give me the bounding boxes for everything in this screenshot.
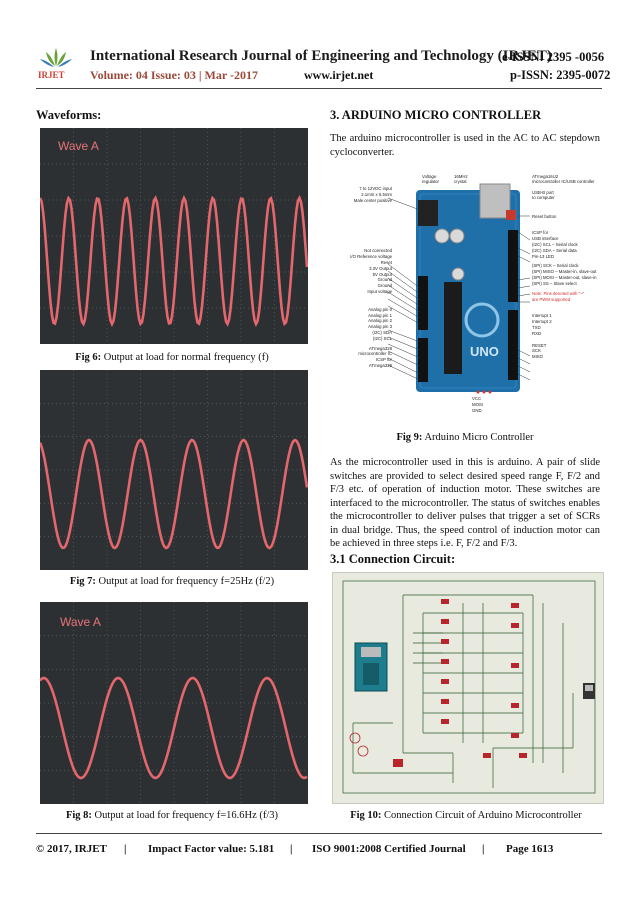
intro-paragraph: The arduino microcontroller is used in t… (330, 133, 600, 158)
header-rule (36, 88, 602, 90)
figure-8-caption: Fig 8: Output at load for frequency f=16… (65, 810, 279, 821)
footer-iso: ISO 9001:2008 Certified Journal (312, 843, 466, 855)
figure-9-caption: Fig 9: Arduino Micro Controller (396, 432, 534, 443)
figure-10-caption: Fig 10: Connection Circuit of Arduino Mi… (350, 810, 582, 821)
svg-text:UNO: UNO (470, 344, 499, 359)
footer-separator: | (290, 843, 293, 855)
e-issn: e-ISSN: 2395 -0056 (502, 50, 605, 64)
footer-separator: | (124, 843, 127, 855)
footer-page-number: Page 1613 (506, 843, 554, 855)
oscilloscope-image-fig6: Wave A (40, 128, 308, 344)
subsection-heading: 3.1 Connection Circuit: (330, 552, 456, 566)
section-heading: 3. ARDUINO MICRO CONTROLLER (330, 108, 542, 122)
footer-copyright: © 2017, IRJET (36, 843, 107, 855)
figure-6-caption: Fig 6: Output at load for normal frequen… (75, 352, 269, 363)
scope-label: Wave A (60, 615, 101, 629)
footer-impact-factor: Impact Factor value: 5.181 (148, 843, 275, 855)
journal-title: International Research Journal of Engine… (90, 48, 552, 64)
journal-logo: IRJET (36, 44, 76, 84)
board-labels-right: Reset button ICSP for USB interface (I2C… (532, 214, 597, 360)
p-issn: p-ISSN: 2395-0072 (510, 68, 611, 82)
website-link[interactable]: www.irjet.net (304, 68, 374, 82)
volume-issue: Volume: 04 Issue: 03 | Mar -2017 (90, 68, 258, 82)
waveforms-heading: Waveforms: (36, 108, 102, 122)
footer-rule (36, 833, 602, 835)
logo-text: IRJET (38, 70, 65, 80)
figure-7-caption: Fig 7: Output at load for frequency f=25… (69, 576, 275, 587)
board-labels-left: 7 to 12VDC input 2.1mm x 5.5mm Male cent… (350, 186, 392, 368)
board-labels-bottom: VCC MOSI GND (472, 396, 483, 413)
oscilloscope-image-fig7 (40, 370, 308, 570)
footer-separator: | (482, 843, 485, 855)
oscilloscope-image-fig8: Wave A (40, 602, 308, 804)
body-paragraph: As the microcontroller used in this is a… (330, 457, 600, 549)
arduino-board-diagram: UNO (330, 170, 602, 424)
connection-circuit-diagram (332, 572, 604, 804)
scope-label: Wave A (58, 139, 99, 153)
